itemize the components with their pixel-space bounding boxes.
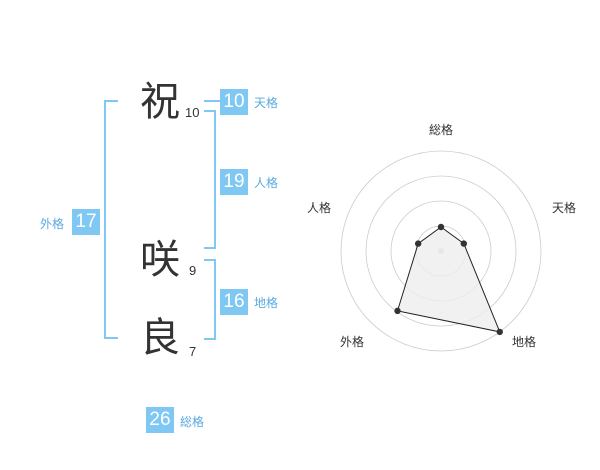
radar-point-0 <box>437 223 445 231</box>
soukaku-label: 総格 <box>180 415 205 429</box>
kanji-1-strokes: 10 <box>185 105 200 120</box>
gaikaku-label: 外格 <box>40 217 65 231</box>
kanji-3: 良 <box>140 315 180 361</box>
radar-axis-label-chikaku: 地格 <box>511 335 537 349</box>
tenkaku-value: 10 <box>220 89 248 115</box>
radar-axis-label-soukaku: 総格 <box>428 123 454 137</box>
radar-point-4 <box>414 240 422 247</box>
kanji-2-strokes: 9 <box>189 263 197 278</box>
jinkaku-bracket <box>204 110 216 249</box>
radar-axis-label-jinkaku: 人格 <box>306 201 332 215</box>
chikaku-label: 地格 <box>254 296 279 310</box>
kanji-3-strokes: 7 <box>189 344 197 359</box>
gaikaku-bracket <box>104 100 118 339</box>
radar-axis-label-gaikaku: 外格 <box>339 335 365 349</box>
jinkaku-value: 19 <box>220 169 248 195</box>
kanji-1: 祝 <box>140 79 180 125</box>
radar-point-2 <box>496 328 503 336</box>
chikaku-bracket <box>204 259 216 340</box>
tenkaku-label: 天格 <box>254 96 279 110</box>
radar-axis-label-tenkaku: 天格 <box>551 201 577 215</box>
radar-series-polygon <box>396 226 501 333</box>
tenkaku-bracket-line <box>204 100 220 102</box>
kanji-2: 咲 <box>140 237 180 283</box>
radar-point-1 <box>460 240 468 247</box>
radar-ring <box>365 175 517 327</box>
radar-ring <box>340 150 542 352</box>
jinkaku-label: 人格 <box>254 176 279 190</box>
gaikaku-value: 17 <box>72 209 100 235</box>
soukaku-value: 26 <box>146 407 174 433</box>
radar-point-3 <box>394 307 401 315</box>
chikaku-value: 16 <box>220 289 248 315</box>
